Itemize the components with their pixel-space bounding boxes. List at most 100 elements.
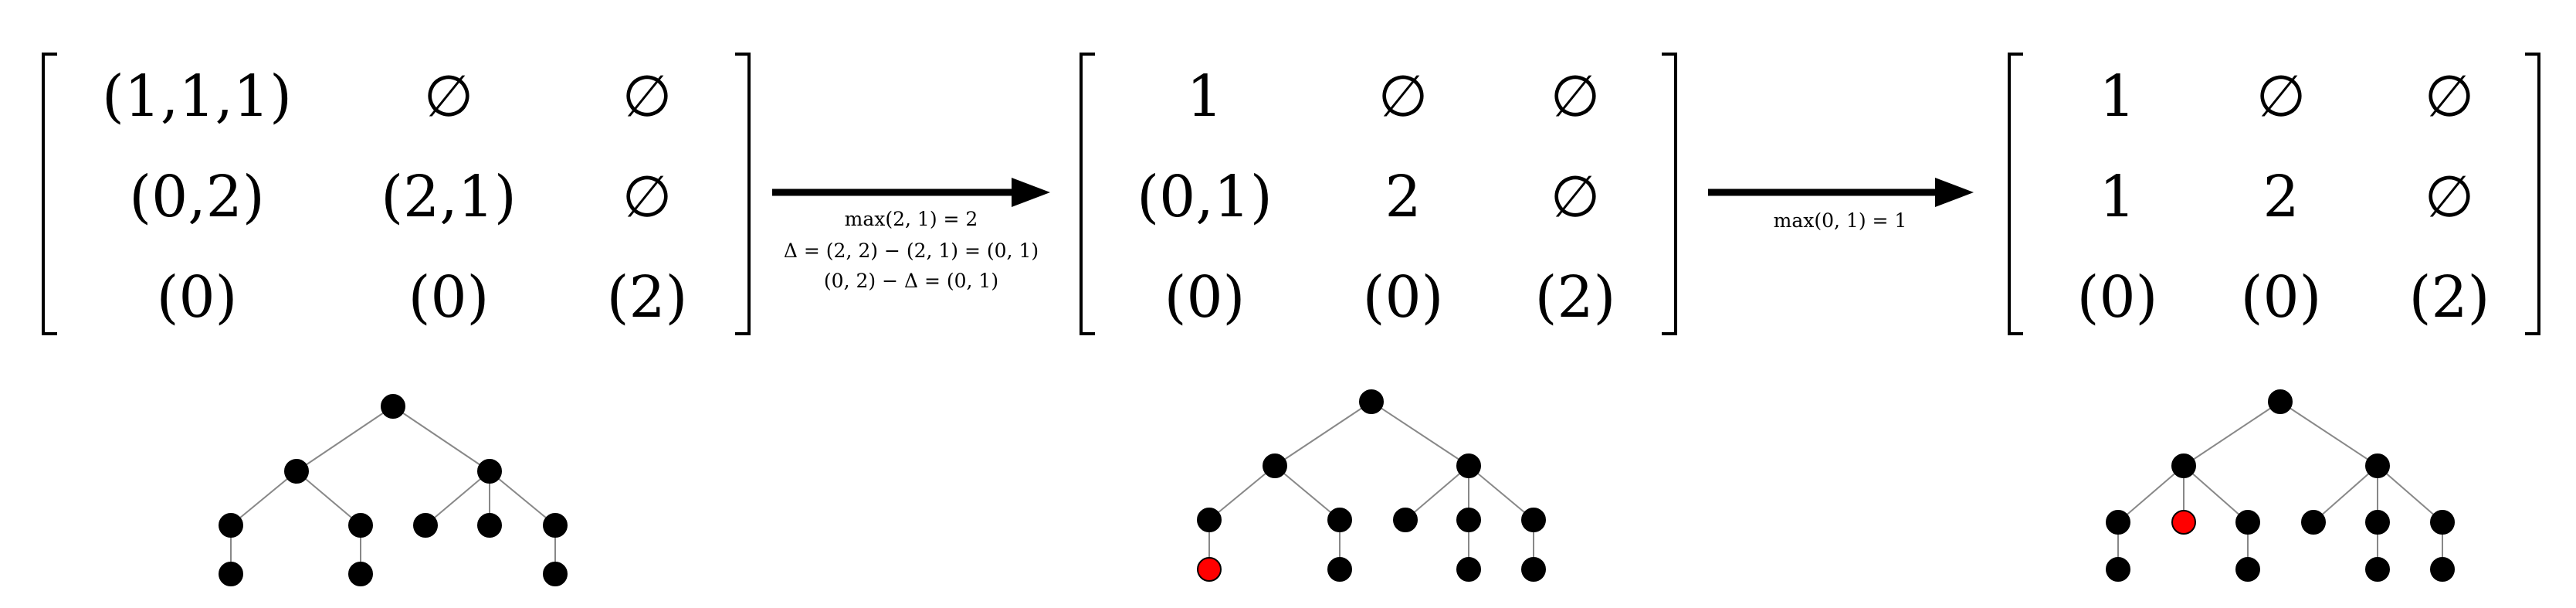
matrix-3-cell: (2)	[2409, 264, 2490, 331]
tree-node-highlighted	[1197, 557, 1222, 582]
matrix-2-cell: (0,1)	[1137, 164, 1272, 230]
matrix-3-cell: ∅	[2256, 63, 2306, 130]
matrix-1-cell: (0)	[157, 264, 238, 331]
tree-edge	[392, 406, 490, 472]
matrix-3-cell: ∅	[2425, 164, 2474, 230]
matrix-2-cell: ∅	[1551, 63, 1600, 130]
tree-edge	[1274, 465, 1341, 521]
tree-edge	[296, 470, 361, 526]
tree-2-edges	[1208, 401, 1534, 569]
tree-edge	[1371, 401, 1469, 467]
matrix-3-left-bracket	[2008, 53, 2023, 335]
tree-node	[2301, 510, 2326, 535]
tree-node	[543, 562, 568, 586]
tree-node	[1393, 508, 1418, 532]
tree-3	[2106, 389, 2455, 582]
tree-edge	[489, 470, 556, 526]
matrix-2-cell: (0)	[1164, 264, 1246, 331]
tree-node	[2365, 557, 2390, 582]
tree-node	[1197, 508, 1222, 532]
tree-node	[477, 459, 502, 484]
matrix-2-cell: 2	[1385, 164, 1421, 230]
matrix-1-cell: (2,1)	[381, 164, 516, 230]
matrix-3-right-bracket	[2525, 53, 2540, 335]
tree-node	[2171, 453, 2196, 478]
tree-node	[2106, 510, 2130, 535]
tree-node	[1521, 508, 1546, 532]
arrow-1: max(2, 1) = 2 Δ = (2, 2) − (2, 1) = (0, …	[772, 178, 1050, 292]
matrix-3: 1 ∅ ∅ 1 2 ∅ (0) (0) (2)	[2008, 53, 2540, 335]
matrix-3-cell: (0)	[2241, 264, 2322, 331]
tree-node	[2365, 510, 2390, 535]
arrow-2: max(0, 1) = 1	[1708, 178, 1974, 232]
matrix-3-cell: (0)	[2077, 264, 2158, 331]
tree-3-edges	[2117, 401, 2443, 569]
arrow-2-head	[1935, 178, 1974, 207]
tree-node	[1456, 508, 1481, 532]
tree-node	[219, 513, 243, 538]
arrow-1-label-line-3: (0, 2) − Δ = (0, 1)	[824, 270, 998, 292]
matrix-1-cell: (0,2)	[129, 164, 264, 230]
tree-node	[2268, 389, 2293, 414]
tree-node	[348, 513, 373, 538]
matrix-3-cell: 2	[2262, 164, 2299, 230]
tree-node	[1456, 453, 1481, 478]
tree-node	[2235, 510, 2260, 535]
matrix-1-cell: ∅	[622, 164, 672, 230]
tree-edge	[1468, 465, 1534, 521]
tree-node	[2430, 557, 2455, 582]
tree-node	[2430, 510, 2455, 535]
matrix-1-cell: (2)	[607, 264, 688, 331]
tree-node-highlighted	[2171, 510, 2196, 535]
tree-edge	[230, 470, 297, 526]
matrix-2-cell: (0)	[1363, 264, 1444, 331]
tree-node	[1456, 557, 1481, 582]
matrix-2-left-bracket	[1080, 53, 1095, 335]
matrix-2-cell: ∅	[1378, 63, 1428, 130]
tree-node	[381, 394, 405, 419]
matrix-1-right-bracket	[735, 53, 751, 335]
tree-node	[219, 562, 243, 586]
tree-edge	[2183, 465, 2249, 523]
arrow-2-label-line-1: max(0, 1) = 1	[1774, 209, 1907, 232]
matrix-2: 1 ∅ ∅ (0,1) 2 ∅ (0) (0) (2)	[1080, 53, 1677, 335]
tree-node	[2235, 557, 2260, 582]
matrix-1-cell: ∅	[622, 63, 672, 130]
tree-node	[1359, 389, 1384, 414]
tree-node	[543, 513, 568, 538]
tree-edge	[1208, 465, 1276, 521]
matrix-3-cell: ∅	[2425, 63, 2474, 130]
tree-1	[219, 394, 568, 586]
tree-edge	[2313, 465, 2378, 523]
tree-node	[284, 459, 309, 484]
matrix-2-cell: (2)	[1535, 264, 1616, 331]
tree-edge	[1274, 401, 1372, 467]
tree-edge	[2183, 401, 2281, 467]
tree-node	[1327, 557, 1352, 582]
tree-node	[2106, 557, 2130, 582]
tree-edge	[2117, 465, 2185, 523]
matrix-2-cell: 1	[1186, 63, 1222, 130]
tree-edge	[1405, 465, 1469, 521]
tree-2	[1197, 389, 1546, 582]
tree-node	[477, 513, 502, 538]
arrow-1-label-line-2: Δ = (2, 2) − (2, 1) = (0, 1)	[784, 239, 1039, 262]
tree-node	[348, 562, 373, 586]
matrix-1-cell: (1,1,1)	[102, 63, 292, 130]
tree-node	[1521, 557, 1546, 582]
tree-node	[1327, 508, 1352, 532]
matrix-2-cell: ∅	[1551, 164, 1600, 230]
matrix-3-cell: 1	[2099, 63, 2135, 130]
arrow-1-label-line-1: max(2, 1) = 2	[845, 208, 978, 230]
matrix-3-cell: 1	[2099, 164, 2135, 230]
tree-node	[413, 513, 438, 538]
tree-1-edges	[230, 406, 556, 574]
arrow-1-head	[1012, 178, 1050, 207]
matrix-1-cell: ∅	[424, 63, 473, 130]
tree-node	[2365, 453, 2390, 478]
matrix-1: (1,1,1) ∅ ∅ (0,2) (2,1) ∅ (0) (0) (2)	[42, 53, 751, 335]
tree-edge	[296, 406, 394, 472]
tree-edge	[2279, 401, 2378, 467]
tree-edge	[2377, 465, 2443, 523]
